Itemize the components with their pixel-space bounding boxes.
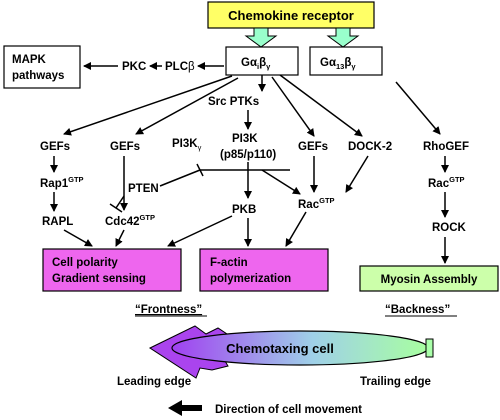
g-alpha-i-box [225, 46, 299, 76]
chemokine-receptor-label: Chemokine receptor [228, 8, 354, 23]
myosin-assembly-box [359, 265, 499, 292]
trailing-edge-label: Trailing edge [360, 376, 431, 388]
cell-polarity-box [42, 248, 182, 292]
gefs-left-label: GEFs [40, 141, 70, 153]
chemokine-receptor-box [207, 1, 375, 29]
direction-label: Direction of cell movement [215, 404, 362, 416]
leading-edge-label: Leading edge [117, 376, 191, 388]
frontness-label: “Frontness” [135, 304, 202, 316]
f-actin-line2: polymerization [210, 273, 291, 285]
cell-polarity-line2: Gradient sensing [52, 273, 146, 285]
backness-label: “Backness” [385, 304, 450, 316]
rac-gtp-right-label: RacGTP [428, 175, 465, 190]
chemotaxing-cell: Chemotaxing cell [148, 325, 434, 379]
arrows [50, 62, 449, 264]
cdc42-gtp-label: Cdc42GTP [105, 213, 155, 228]
chemotaxing-cell-label: Chemotaxing cell [226, 341, 334, 356]
mapk-pathways-box [3, 45, 81, 89]
myosin-assembly-label: Myosin Assembly [381, 274, 478, 286]
g-alpha-13-label: Gα13βγ [320, 57, 356, 71]
plc-beta-label: PLCβ [165, 61, 195, 73]
block-arrow-to-ga13 [326, 27, 360, 48]
f-actin-box [199, 248, 329, 292]
g-alpha-13-box [309, 46, 383, 76]
pkc-label: PKC [122, 61, 146, 73]
rapl-label: RAPL [42, 216, 73, 228]
rock-label: ROCK [432, 222, 467, 234]
mapk-line1: MAPK [12, 54, 47, 66]
gefs-right-label: GEFs [298, 141, 328, 153]
block-arrow-to-gai [244, 27, 278, 48]
direction-arrow [168, 400, 202, 416]
dock2-label: DOCK-2 [348, 141, 392, 153]
pkb-label: PKB [232, 204, 256, 216]
rap1-gtp-label: Rap1GTP [40, 175, 84, 190]
pi3k-p85-line2: (p85/p110) [220, 149, 276, 161]
gefs-mid-label: GEFs [110, 141, 140, 153]
cell-polarity-line1: Cell polarity [52, 257, 118, 269]
trailing-edge-tail [425, 338, 434, 358]
f-actin-line1: F-actin [210, 257, 248, 269]
g-alpha-i-label: Gαiβγ [241, 57, 271, 71]
pten-label: PTEN [128, 183, 159, 195]
rhogef-label: RhoGEF [423, 141, 469, 153]
src-ptks-label: Src PTKs [208, 96, 259, 108]
rac-gtp-mid-label: RacGTP [298, 196, 335, 211]
pi3k-gamma-label: PI3Kγ [172, 138, 202, 152]
mapk-line2: pathways [12, 70, 64, 82]
pi3k-p85-line1: PI3K [232, 133, 258, 145]
